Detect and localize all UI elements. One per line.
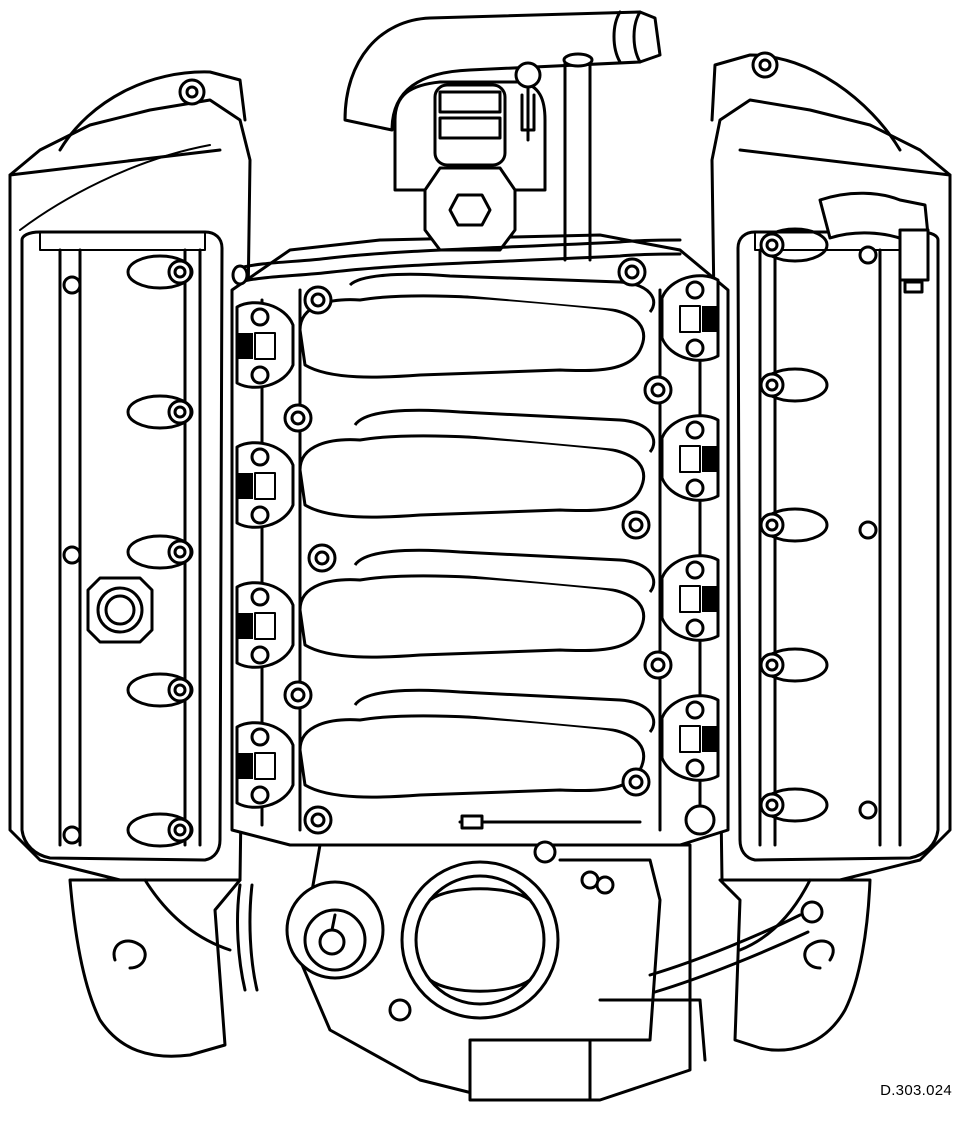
right-cam-cover [710, 53, 952, 882]
breather-hose [231, 238, 682, 286]
right-injectors [660, 274, 720, 782]
vacuum-pipe [562, 52, 594, 262]
plenum-bolts [283, 257, 673, 835]
left-exhaust-manifold [68, 878, 242, 1058]
intake-runners [298, 272, 656, 799]
throttle-body [285, 840, 707, 1102]
left-cover-bolts [62, 78, 206, 848]
oil-filler-cap [86, 576, 154, 644]
right-exhaust-manifold [718, 878, 872, 1052]
left-lower-hoses [236, 883, 259, 992]
left-cam-cover [8, 70, 252, 882]
linkage-rod [458, 804, 716, 836]
lower-coolant-pipe [648, 900, 824, 994]
right-cover-bolts [751, 51, 878, 823]
figure-reference-code: D.303.024 [880, 1082, 952, 1099]
right-sensor-hose [818, 191, 930, 294]
left-injectors [235, 301, 295, 809]
idle-air-valve [393, 61, 547, 252]
intake-plenum [230, 233, 730, 847]
